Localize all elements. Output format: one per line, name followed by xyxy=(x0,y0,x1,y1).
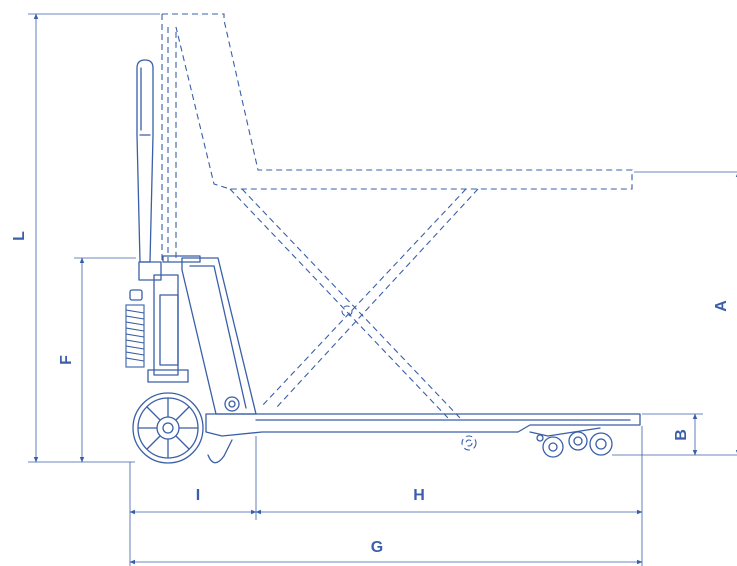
dimension-label-f: F xyxy=(58,355,75,365)
dimension-label-h: H xyxy=(413,487,425,504)
steering-wheel-icon xyxy=(132,392,233,464)
tiller-handle xyxy=(136,59,154,263)
chassis-frame xyxy=(181,257,641,437)
return-spring-icon xyxy=(125,304,145,368)
raised-position-outline xyxy=(161,13,633,451)
hydraulic-pump-unit xyxy=(129,255,201,383)
dimension-label-b: B xyxy=(673,429,690,441)
dimension-label-i: I xyxy=(196,487,200,504)
load-rollers-icon xyxy=(529,427,613,458)
dimension-label-a: A xyxy=(713,300,730,312)
dimension-lines xyxy=(28,13,737,566)
dimension-label-g: G xyxy=(371,539,383,556)
dimension-label-l: L xyxy=(11,231,28,241)
